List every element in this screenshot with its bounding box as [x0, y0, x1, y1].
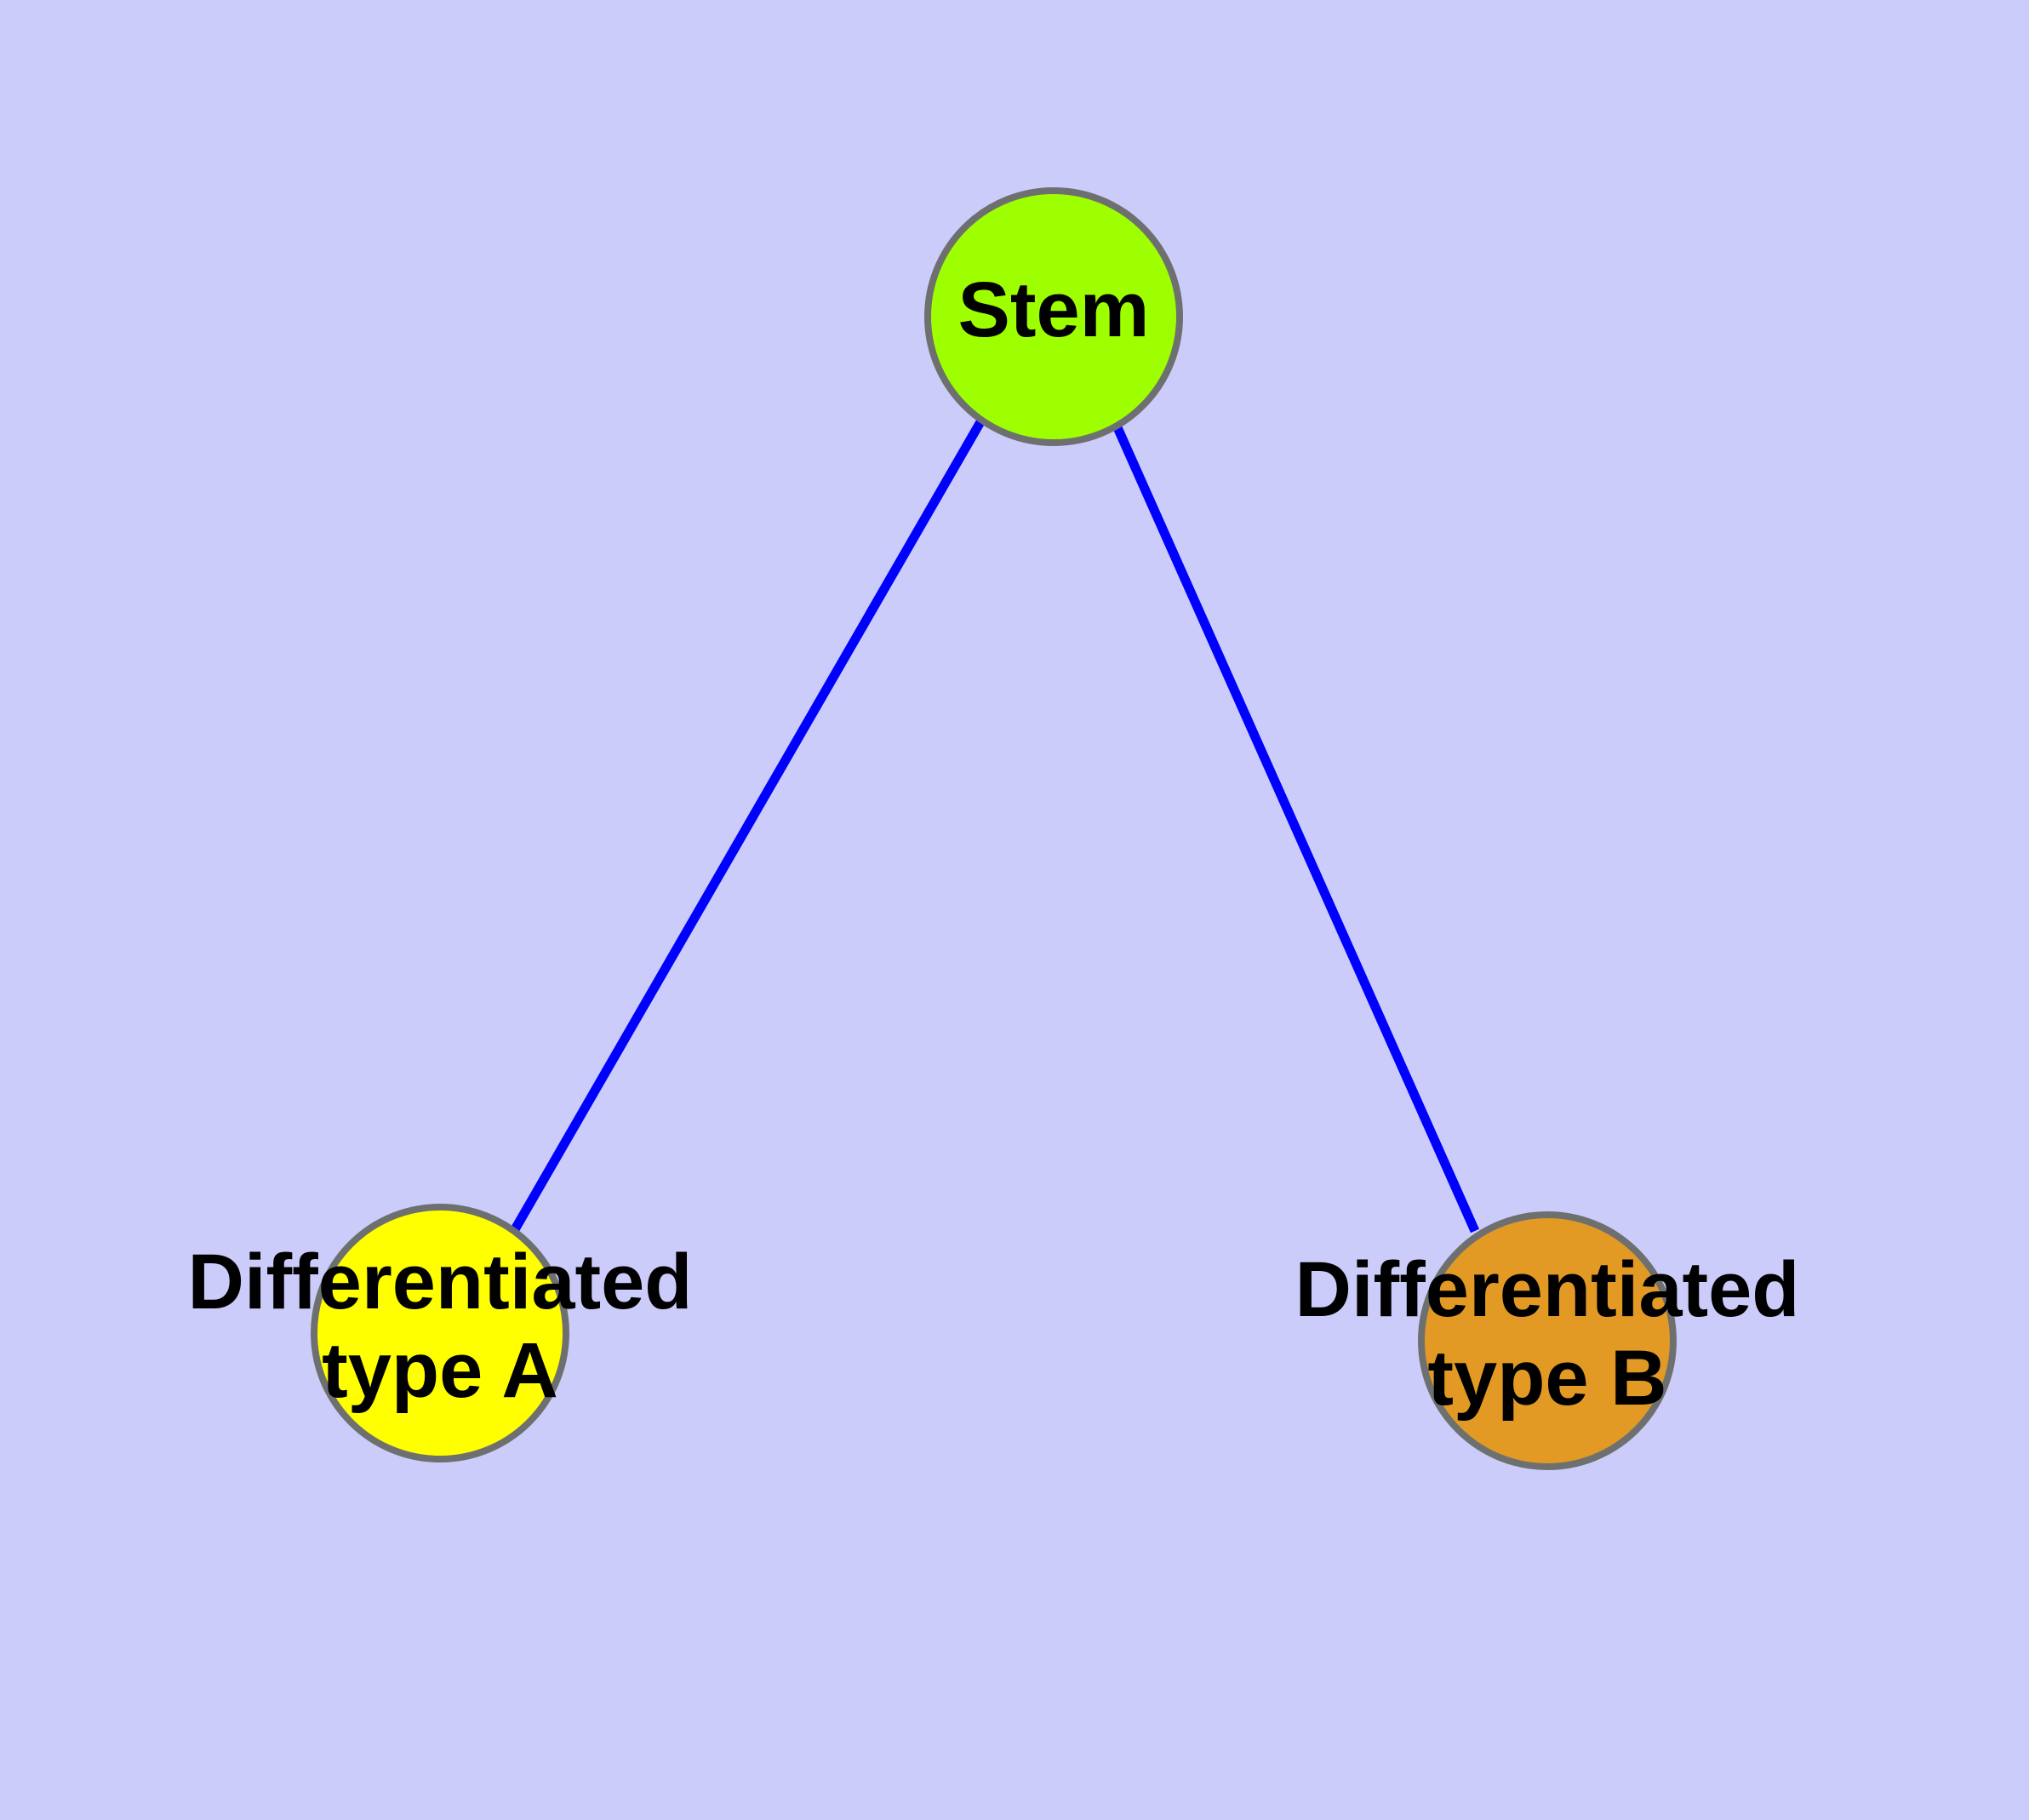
edge-stem-diff-b[interactable] [1112, 423, 1480, 1233]
node-stem[interactable] [924, 187, 1183, 446]
node-label-line: Differentiated [1295, 1246, 1800, 1333]
edge-stem-diff-a[interactable] [510, 418, 986, 1233]
node-label-line: type A [322, 1327, 558, 1414]
node-label-stem: Stem [958, 266, 1150, 353]
node-diff_b[interactable] [1418, 1211, 1677, 1470]
node-label-line: Stem [958, 266, 1150, 353]
node-diff_a[interactable] [311, 1204, 569, 1462]
nodes-layer [311, 187, 1677, 1470]
node-label-line: type B [1427, 1335, 1666, 1422]
node-label-line: Differentiated [188, 1239, 693, 1325]
edges-layer [510, 418, 1480, 1233]
